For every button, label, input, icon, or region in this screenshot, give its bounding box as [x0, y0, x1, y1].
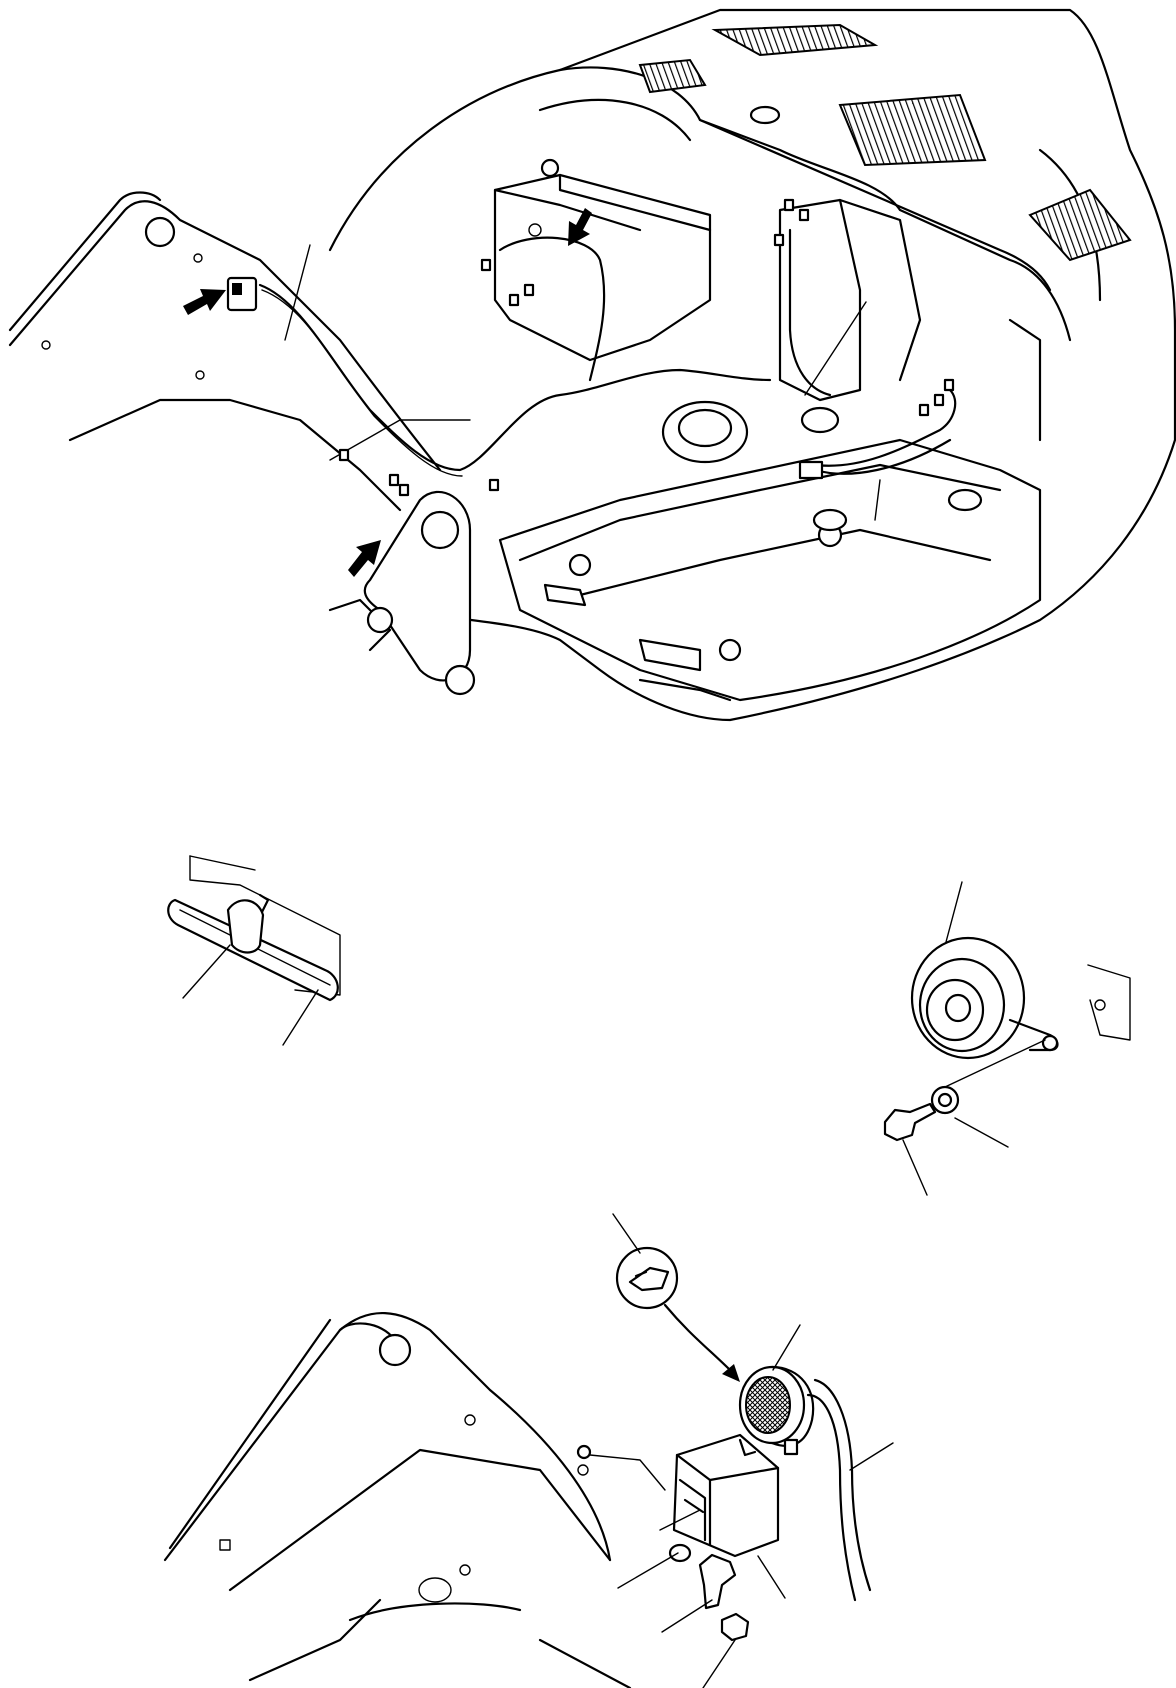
boom-lower: [68, 398, 402, 512]
connectors: [226, 198, 955, 497]
leader-line: [282, 989, 319, 1046]
light-bracket: [672, 1433, 780, 1558]
callout-arrow: [183, 289, 226, 315]
grille-top: [711, 23, 879, 57]
bolt: [698, 1553, 737, 1610]
leader-line: [874, 479, 881, 521]
leader-line: [757, 1555, 786, 1599]
cable-tie: [226, 899, 265, 954]
inset-arrow: [663, 1303, 734, 1374]
machine-overview: [8, 8, 1176, 722]
leader-line: [849, 1442, 894, 1471]
bulb-icon: [628, 1266, 670, 1292]
bulkhead-right: [778, 198, 862, 402]
leader-line: [284, 244, 311, 341]
horn-detail: [883, 881, 1131, 1196]
leader-line: [772, 1324, 801, 1371]
grille-right: [1028, 188, 1132, 262]
frame-slot-2: [543, 583, 587, 607]
leader-line: [617, 1552, 679, 1589]
leader-line: [954, 1117, 1009, 1148]
leader-line: [804, 301, 867, 396]
leader-line: [945, 881, 963, 943]
leader-line: [182, 944, 231, 999]
callout-arrows: [183, 208, 592, 577]
revolving-frame: [498, 438, 1042, 702]
boom-arm: [163, 1311, 612, 1562]
boom-upper: [8, 200, 442, 472]
boom-light-detail: [163, 1213, 894, 1688]
leader-line: [902, 1139, 928, 1196]
clamp-detail: [167, 855, 341, 1046]
leader-line: [702, 1639, 736, 1688]
washer: [668, 1543, 692, 1563]
light-lens: [745, 1376, 791, 1434]
callout-arrow: [568, 208, 592, 246]
leader-line: [661, 1599, 713, 1633]
frame-slot: [638, 638, 702, 672]
callout-arrow: [348, 540, 381, 577]
horn-washer: [930, 1085, 960, 1115]
nut: [720, 1612, 750, 1642]
horn-bracket: [1087, 964, 1131, 1041]
grille-left: [638, 58, 707, 94]
engine-hood: [328, 8, 1176, 722]
grille-center: [838, 93, 987, 167]
horn-bolt: [883, 1102, 937, 1142]
leader-line: [612, 1213, 641, 1254]
bulb-inset: [615, 1246, 679, 1310]
horn: [910, 936, 1026, 1060]
